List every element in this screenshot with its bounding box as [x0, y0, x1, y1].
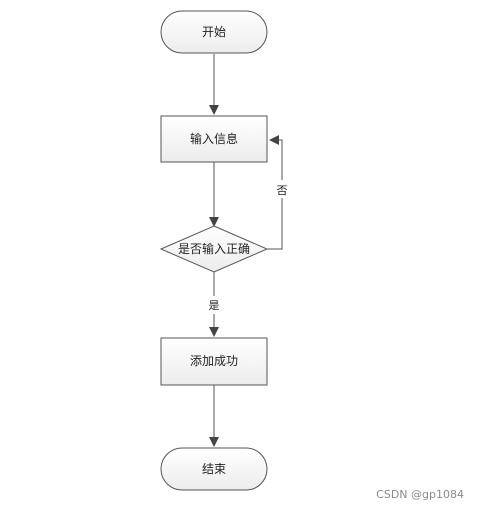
yes-branch-label: 是 [209, 299, 220, 312]
start-node: 开始 [160, 10, 268, 54]
add-success-node: 添加成功 [160, 337, 268, 386]
end-node: 结束 [160, 447, 268, 491]
check-input-node-label: 是否输入正确 [178, 241, 250, 256]
add-success-node-label: 添加成功 [190, 354, 238, 368]
add-success-process-shape [160, 337, 268, 386]
check-input-node: 是否输入正确 [159, 225, 269, 273]
end-node-label: 结束 [202, 462, 226, 476]
check-input-decision-shape [159, 225, 269, 273]
end-terminal-shape [160, 447, 268, 491]
input-info-node-label: 输入信息 [190, 131, 238, 146]
input-info-process-shape [160, 115, 268, 163]
input-info-node: 输入信息 [160, 115, 268, 163]
no-branch-label: 否 [277, 184, 288, 197]
no-label-background [274, 180, 290, 198]
watermark: CSDN @gp1084 [376, 488, 464, 501]
start-terminal-shape [160, 10, 268, 54]
yes-label-background [206, 296, 222, 314]
start-node-label: 开始 [202, 25, 226, 39]
